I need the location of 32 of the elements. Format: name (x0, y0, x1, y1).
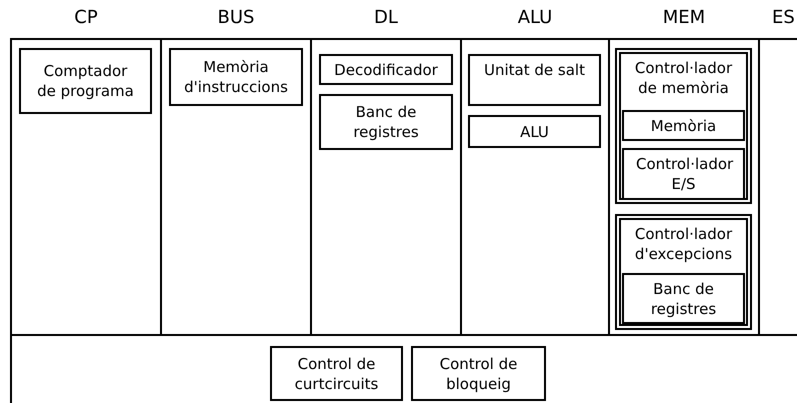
box-label: Decodificador (333, 60, 439, 80)
component-box (622, 148, 745, 200)
component-box (622, 273, 745, 324)
component-box (270, 346, 403, 401)
lane-header: ALU (516, 7, 554, 28)
component-box (468, 115, 601, 148)
component-box (615, 214, 752, 330)
box-label: ALU (519, 122, 550, 142)
lane-header: CP (73, 7, 99, 28)
box-label: Banc de registres (352, 102, 420, 142)
component-box (411, 346, 546, 401)
box-label: Memòria (650, 116, 718, 136)
lane-header: DL (373, 7, 399, 28)
component-box (615, 48, 752, 204)
box-label: Comptador de programa (36, 61, 135, 101)
component-box (169, 48, 303, 106)
component-box (468, 54, 601, 106)
box-label: Control·lador de memòria (634, 58, 734, 98)
box-label: Memòria d'instruccions (183, 57, 289, 97)
box-label: Control de bloqueig (438, 354, 518, 394)
lane-header: BUS (216, 7, 256, 28)
lane-header: ES (772, 7, 795, 28)
lane-header: MEM (662, 7, 706, 28)
component-box (319, 94, 453, 150)
box-label: Control·lador E/S (636, 154, 731, 194)
box-label: Control·lador d'excepcions (634, 224, 734, 264)
component-box (622, 110, 745, 141)
component-box (319, 54, 453, 85)
box-label: Unitat de salt (483, 60, 586, 80)
box-label: Banc de registres (650, 278, 718, 318)
component-box (19, 48, 152, 114)
box-label: Control de curtcircuits (294, 354, 380, 394)
